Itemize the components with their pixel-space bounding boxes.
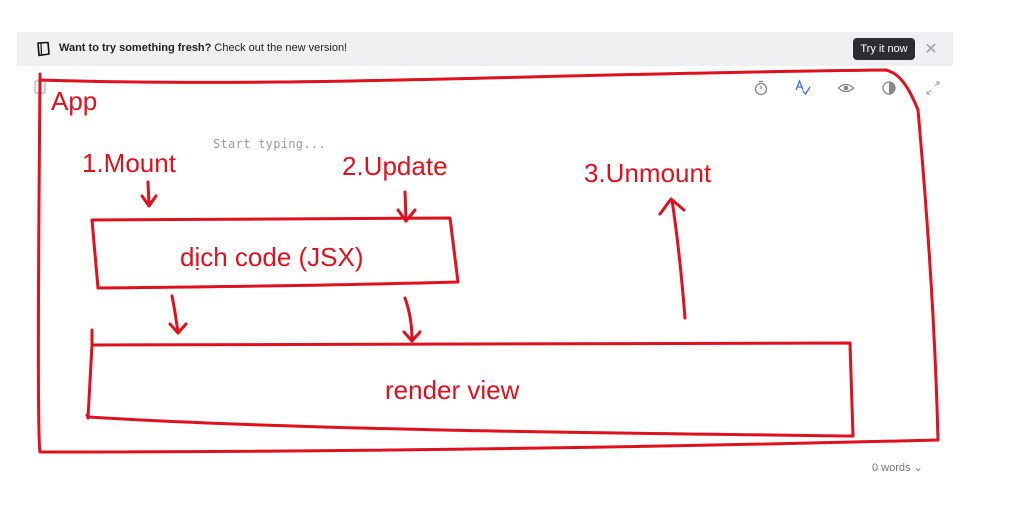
- unmount-label: 3.Unmount: [584, 158, 712, 188]
- notebook-icon: [37, 41, 50, 57]
- app-frame: [37, 68, 940, 454]
- spellcheck-icon[interactable]: [794, 79, 812, 97]
- banner-message: Want to try something fresh? Check out t…: [59, 42, 347, 54]
- timer-icon[interactable]: [752, 79, 770, 97]
- contrast-icon[interactable]: [880, 79, 898, 97]
- update-label: 2.Update: [342, 151, 448, 181]
- compile-box: [90, 216, 460, 290]
- word-count[interactable]: 0 words ⌄: [872, 461, 923, 474]
- mount-arrow: [140, 180, 158, 208]
- new-version-banner: Want to try something fresh? Check out t…: [17, 32, 953, 66]
- try-it-now-button[interactable]: Try it now: [853, 38, 915, 60]
- mount-label: 1.Mount: [82, 148, 177, 178]
- update-arrow: [396, 190, 417, 223]
- render-label: render view: [385, 375, 520, 405]
- chevron-down-icon: ⌄: [913, 462, 923, 474]
- banner-text: Check out the new version!: [211, 42, 348, 54]
- eye-icon[interactable]: [837, 79, 855, 97]
- app-label: App: [51, 86, 97, 116]
- word-count-text: 0 words: [872, 462, 911, 474]
- editor-placeholder[interactable]: Start typing...: [213, 137, 326, 151]
- close-icon: ✕: [924, 41, 938, 58]
- render-view-box: [85, 328, 855, 438]
- banner-bold-text: Want to try something fresh?: [59, 42, 212, 54]
- unmount-arrow: [658, 197, 687, 320]
- expand-icon[interactable]: [924, 79, 942, 97]
- compile-to-render-arrow-right: [402, 296, 422, 343]
- compile-to-render-arrow-left: [168, 294, 188, 335]
- compile-label: dịch code (JSX): [180, 242, 364, 272]
- close-banner-button[interactable]: ✕: [921, 39, 941, 59]
